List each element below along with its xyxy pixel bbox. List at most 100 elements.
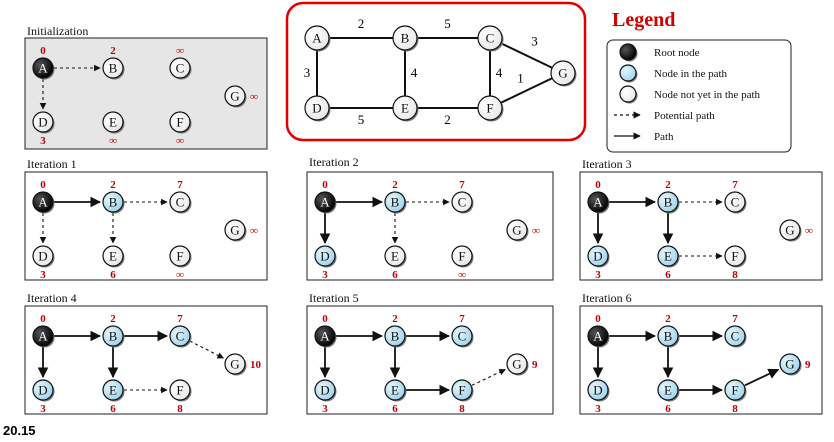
graph-node-g: G [550,60,577,87]
distance-label-d: 3 [595,403,601,415]
stage-node-a: A [32,191,55,214]
stage-node-a: A [587,325,610,348]
stage-node-label: A [593,329,603,344]
stage-node-label: F [458,383,465,398]
stage-node-g: G [224,353,247,376]
stage-title: Iteration 4 [27,291,77,305]
stage-title: Iteration 3 [582,157,632,171]
stage-node-label: B [391,329,400,344]
distance-label-e: 6 [392,403,398,415]
distance-label-b: 2 [392,313,398,325]
stage-node-label: C [176,329,185,344]
stage-node-label: D [38,383,47,398]
stage-node-label: F [176,115,183,130]
stage-node-label: C [731,329,740,344]
stage-node-e: E [384,379,407,402]
stage-node-b: B [102,57,125,80]
stage-node-c: C [169,191,192,214]
distance-label-f: ∞ [458,269,466,281]
distance-label-b: 2 [665,313,671,325]
stage-title: Initialization [27,24,88,38]
stage-node-b: B [102,325,125,348]
stage-node-label: A [593,195,603,210]
stage-node-label: F [176,383,183,398]
stage-title: Iteration 2 [309,155,359,169]
stage-node-label: G [785,357,794,372]
stage-node-label: G [230,223,239,238]
distance-label-g: ∞ [250,225,258,237]
stage-node-a: A [32,325,55,348]
figure-label: 20.15 [3,423,36,438]
stage-node-g: G [224,219,247,242]
edge-weight-label: 4 [496,65,503,80]
stage-node-label: E [664,383,672,398]
legend-item-dashed-arrow: Potential path [614,110,715,122]
stage-node-label: C [176,61,185,76]
edge-weight-label: 1 [517,71,524,86]
distance-label-f: 8 [732,403,738,415]
graph-node-label: B [401,31,410,46]
stage-node-label: C [458,195,467,210]
distance-label-g: ∞ [805,225,813,237]
graph-node-c: C [477,25,504,52]
stage-node-label: G [785,223,794,238]
stage-node-c: C [724,191,747,214]
graph-node-d: D [304,95,331,122]
legend-item-label: Potential path [654,110,715,122]
legend-item-path-node: Node in the path [619,64,728,83]
legend-item-label: Root node [654,47,700,59]
distance-label-f: ∞ [176,269,184,281]
stage-node-a: A [32,57,55,80]
stage-node-a: A [587,191,610,214]
distance-label-d: 3 [40,269,46,281]
graph-node-e: E [392,95,419,122]
graph-frame [285,1,587,142]
distance-label-e: 6 [665,403,671,415]
stage-node-label: B [109,195,118,210]
distance-label-a: 0 [322,313,328,325]
legend-item-root-node: Root node [619,43,700,62]
stage-node-e: E [102,111,125,134]
distance-label-f: 8 [177,403,183,415]
distance-label-f: ∞ [176,135,184,147]
edge-weight-label: 4 [411,65,418,80]
stage-node-e: E [657,379,680,402]
stage-title: Iteration 5 [309,291,359,305]
stage-node-d: D [314,379,337,402]
graph-node-f: F [477,95,504,122]
distance-label-d: 3 [595,269,601,281]
distance-label-g: 9 [805,359,811,371]
stage-node-label: B [391,195,400,210]
stage-node-c: C [451,191,474,214]
graph-node-label: C [486,31,495,46]
stage-node-b: B [657,191,680,214]
stage-node-label: D [593,383,602,398]
stage-node-label: C [731,195,740,210]
stage-node-d: D [32,111,55,134]
stage-node-d: D [32,379,55,402]
stage-node-label: B [664,329,673,344]
edge-weight-label: 5 [444,16,451,31]
stage-node-label: F [731,383,738,398]
arrow-f-g [471,369,506,386]
distance-label-b: 2 [110,179,116,191]
stage-node-e: E [102,245,125,268]
stage-node-label: G [512,223,521,238]
stage-node-g: G [779,219,802,242]
distance-label-f: 8 [732,269,738,281]
distance-label-d: 3 [322,403,328,415]
stage-node-g: G [506,353,529,376]
stage-node-label: B [664,195,673,210]
edge-f-g [489,72,564,109]
arrow-f-g [744,368,780,387]
stage-node-label: G [230,89,239,104]
distance-label-a: 0 [595,313,601,325]
distance-label-e: ∞ [109,135,117,147]
stage-node-label: B [109,61,118,76]
